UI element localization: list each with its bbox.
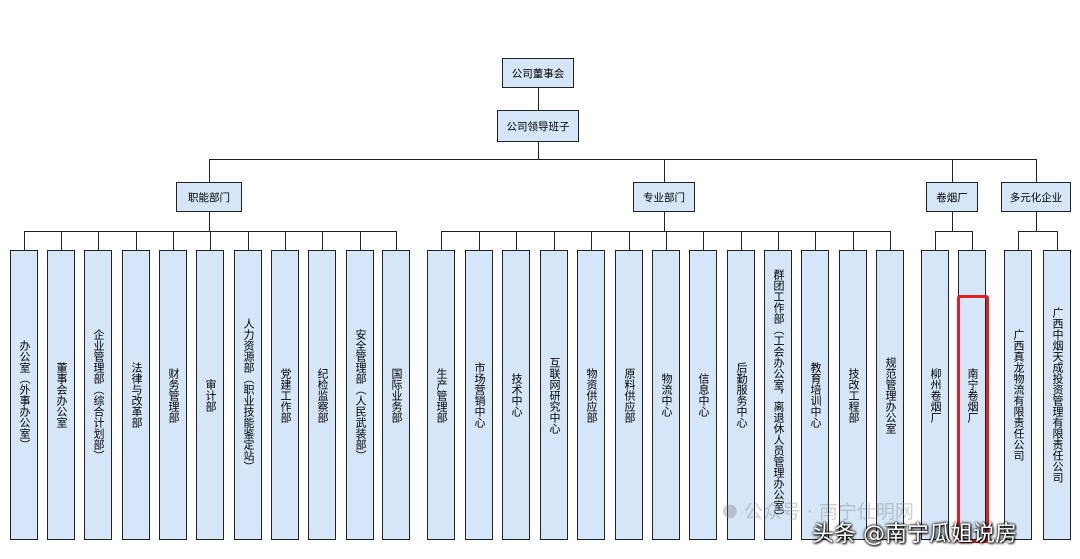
unit-node: 原料供应部 (615, 250, 643, 540)
connector-line (209, 212, 210, 231)
connector-line (173, 231, 174, 250)
unit-node: 市场营销中心 (465, 250, 493, 540)
watermark-toutiao: 头条 @南宁瓜姐说房 (812, 522, 1017, 547)
unit-node: 企业管理部（综合计划部） (84, 250, 112, 540)
unit-node: 广西中烟天成投资管理有限责任公司 (1043, 250, 1071, 540)
connector-line (703, 231, 704, 250)
connector-line (136, 231, 137, 250)
unit-node: 审计部 (196, 250, 224, 540)
unit-node: 国际业务部 (382, 250, 410, 540)
unit-node: 柳州卷烟厂 (921, 250, 949, 540)
connector-line (1036, 212, 1037, 231)
unit-node: 技术中心 (502, 250, 530, 540)
unit-node: 群团工作部（工会办公室，离退休人员管理办公室） (764, 250, 792, 540)
connector-line (741, 231, 742, 250)
connector-line (396, 231, 397, 250)
connector-line (210, 231, 211, 250)
unit-node: 教育培训中心 (801, 250, 829, 540)
connector-line (1018, 231, 1058, 232)
group-node: 专业部门 (633, 182, 695, 212)
unit-node: 董事会办公室 (47, 250, 75, 540)
connector-line (1036, 159, 1037, 182)
connector-line (538, 142, 539, 159)
connector-line (360, 231, 361, 250)
connector-line (209, 159, 1037, 160)
unit-node: 安全管理部（人民武装部） (346, 250, 374, 540)
wechat-icon: ● (722, 500, 738, 521)
connector-line (935, 231, 936, 250)
unit-node: 党建工作部 (271, 250, 299, 540)
connector-line (952, 212, 953, 231)
connector-line (554, 231, 555, 250)
unit-node: 后勤服务中心 (727, 250, 755, 540)
unit-node: 信息中心 (689, 250, 717, 540)
unit-node: 规范管理办公室 (876, 250, 904, 540)
connector-line (538, 88, 539, 110)
group-node: 卷烟厂 (926, 182, 978, 212)
unit-node: 办公室（外事办公室） (10, 250, 38, 540)
watermark-public-text: 公众号 · 南宁仕明网 (743, 501, 914, 523)
connector-line (98, 231, 99, 250)
unit-node: 纪检监察部 (308, 250, 336, 540)
unit-node: 财务管理部 (159, 250, 187, 540)
connector-line (209, 159, 210, 182)
connector-line (285, 231, 286, 250)
board-node: 公司董事会 (502, 58, 574, 88)
connector-line (248, 231, 249, 250)
unit-node: 物资供应部 (577, 250, 605, 540)
connector-line (972, 231, 973, 250)
highlight-frame (957, 295, 989, 543)
connector-line (890, 231, 891, 250)
unit-node: 人力资源部（职业技能鉴定站） (234, 250, 262, 540)
connector-line (666, 231, 667, 250)
connector-line (935, 231, 973, 232)
connector-line (629, 231, 630, 250)
connector-line (1057, 231, 1058, 250)
connector-line (664, 212, 665, 231)
watermark-public-account: ● 公众号 · 南宁仕明网 (722, 497, 914, 524)
unit-node: 技改工程部 (839, 250, 867, 540)
unit-node: 生产管理部 (427, 250, 455, 540)
connector-line (778, 231, 779, 250)
group-node: 多元化企业 (1001, 182, 1071, 212)
unit-node: 物流中心 (652, 250, 680, 540)
connector-line (61, 231, 62, 250)
connector-line (24, 231, 25, 250)
connector-line (441, 231, 442, 250)
group-node: 职能部门 (176, 182, 242, 212)
connector-line (664, 159, 665, 182)
unit-node: 互联网研究中心 (540, 250, 568, 540)
connector-line (1018, 231, 1019, 250)
connector-line (322, 231, 323, 250)
unit-node: 广西真龙物流有限责任公司 (1004, 250, 1032, 540)
connector-line (479, 231, 480, 250)
unit-node: 法律与改革部 (122, 250, 150, 540)
connector-line (853, 231, 854, 250)
connector-line (952, 159, 953, 182)
connector-line (516, 231, 517, 250)
connector-line (815, 231, 816, 250)
connector-line (591, 231, 592, 250)
leadership-node: 公司领导班子 (497, 110, 579, 142)
